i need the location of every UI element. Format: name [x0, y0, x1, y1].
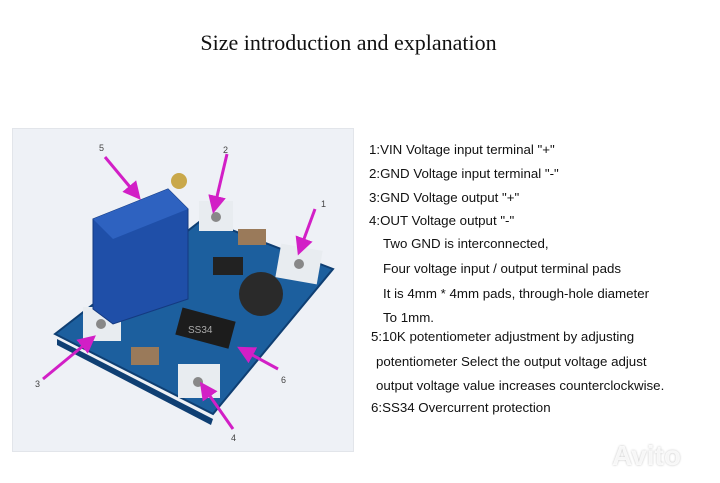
spec-line: 6:SS34 Overcurrent protection [371, 400, 551, 415]
spec-line: 3:GND Voltage output "+" [369, 190, 520, 205]
capacitor [238, 229, 266, 245]
label-1: 1 [321, 199, 326, 209]
ic-chip [213, 257, 243, 275]
page-title: Size introduction and explanation [200, 30, 497, 55]
label-2: 2 [223, 145, 228, 155]
diode-ss34 [175, 307, 236, 349]
label-3: 3 [35, 379, 40, 389]
spec-line: potentiometer Select the output voltage … [376, 354, 647, 369]
chip-marking: SS34 [188, 325, 213, 336]
spec-line: 2:GND Voltage input terminal "-" [369, 166, 559, 181]
spec-line: 5:10K potentiometer adjustment by adjust… [371, 329, 635, 344]
spec-line: 4:OUT Voltage output "-" [369, 213, 515, 228]
spec-line: output voltage value increases countercl… [376, 378, 665, 393]
label-6: 6 [281, 375, 286, 385]
spec-line: To 1mm. [383, 310, 434, 325]
capacitor [131, 347, 159, 365]
spec-line: Two GND is interconnected, [383, 236, 549, 251]
label-4: 4 [231, 433, 236, 443]
spec-line: Four voltage input / output terminal pad… [383, 261, 622, 276]
label-5: 5 [99, 143, 104, 153]
product-photo: SS34 1 2 3 4 5 6 [12, 128, 354, 452]
spec-line: 1:VIN Voltage input terminal "+" [369, 142, 555, 157]
pot-screw [171, 173, 187, 189]
spec-line: It is 4mm * 4mm pads, through-hole diame… [383, 286, 650, 301]
avito-watermark: Avito [612, 440, 681, 471]
inductor [239, 272, 283, 316]
